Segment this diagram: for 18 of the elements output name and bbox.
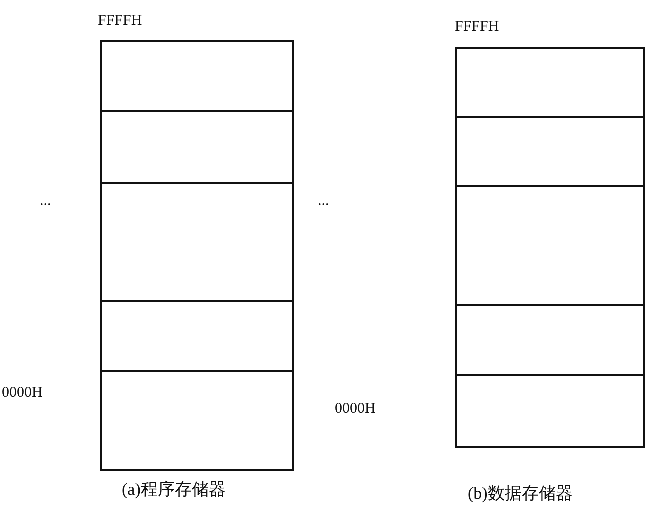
address-label: ... [40,192,52,210]
caption: (a)程序存储器 [122,480,226,500]
memory-cell [455,185,645,306]
address-label: FFFFH [455,18,500,36]
memory-cell [100,40,294,112]
caption: (b)数据存储器 [468,484,573,504]
memory-cell [100,300,294,372]
memory-cell [455,116,645,187]
memory-cell [100,110,294,184]
address-label: 0000H [2,384,43,402]
memory-cell [455,47,645,118]
memory-cell [100,182,294,302]
address-label: 0000H [335,400,376,418]
memory-cell [455,304,645,376]
address-label: ... [318,192,330,210]
memory-cell [455,374,645,448]
memory-cell [100,370,294,471]
address-label: FFFFH [98,12,142,30]
